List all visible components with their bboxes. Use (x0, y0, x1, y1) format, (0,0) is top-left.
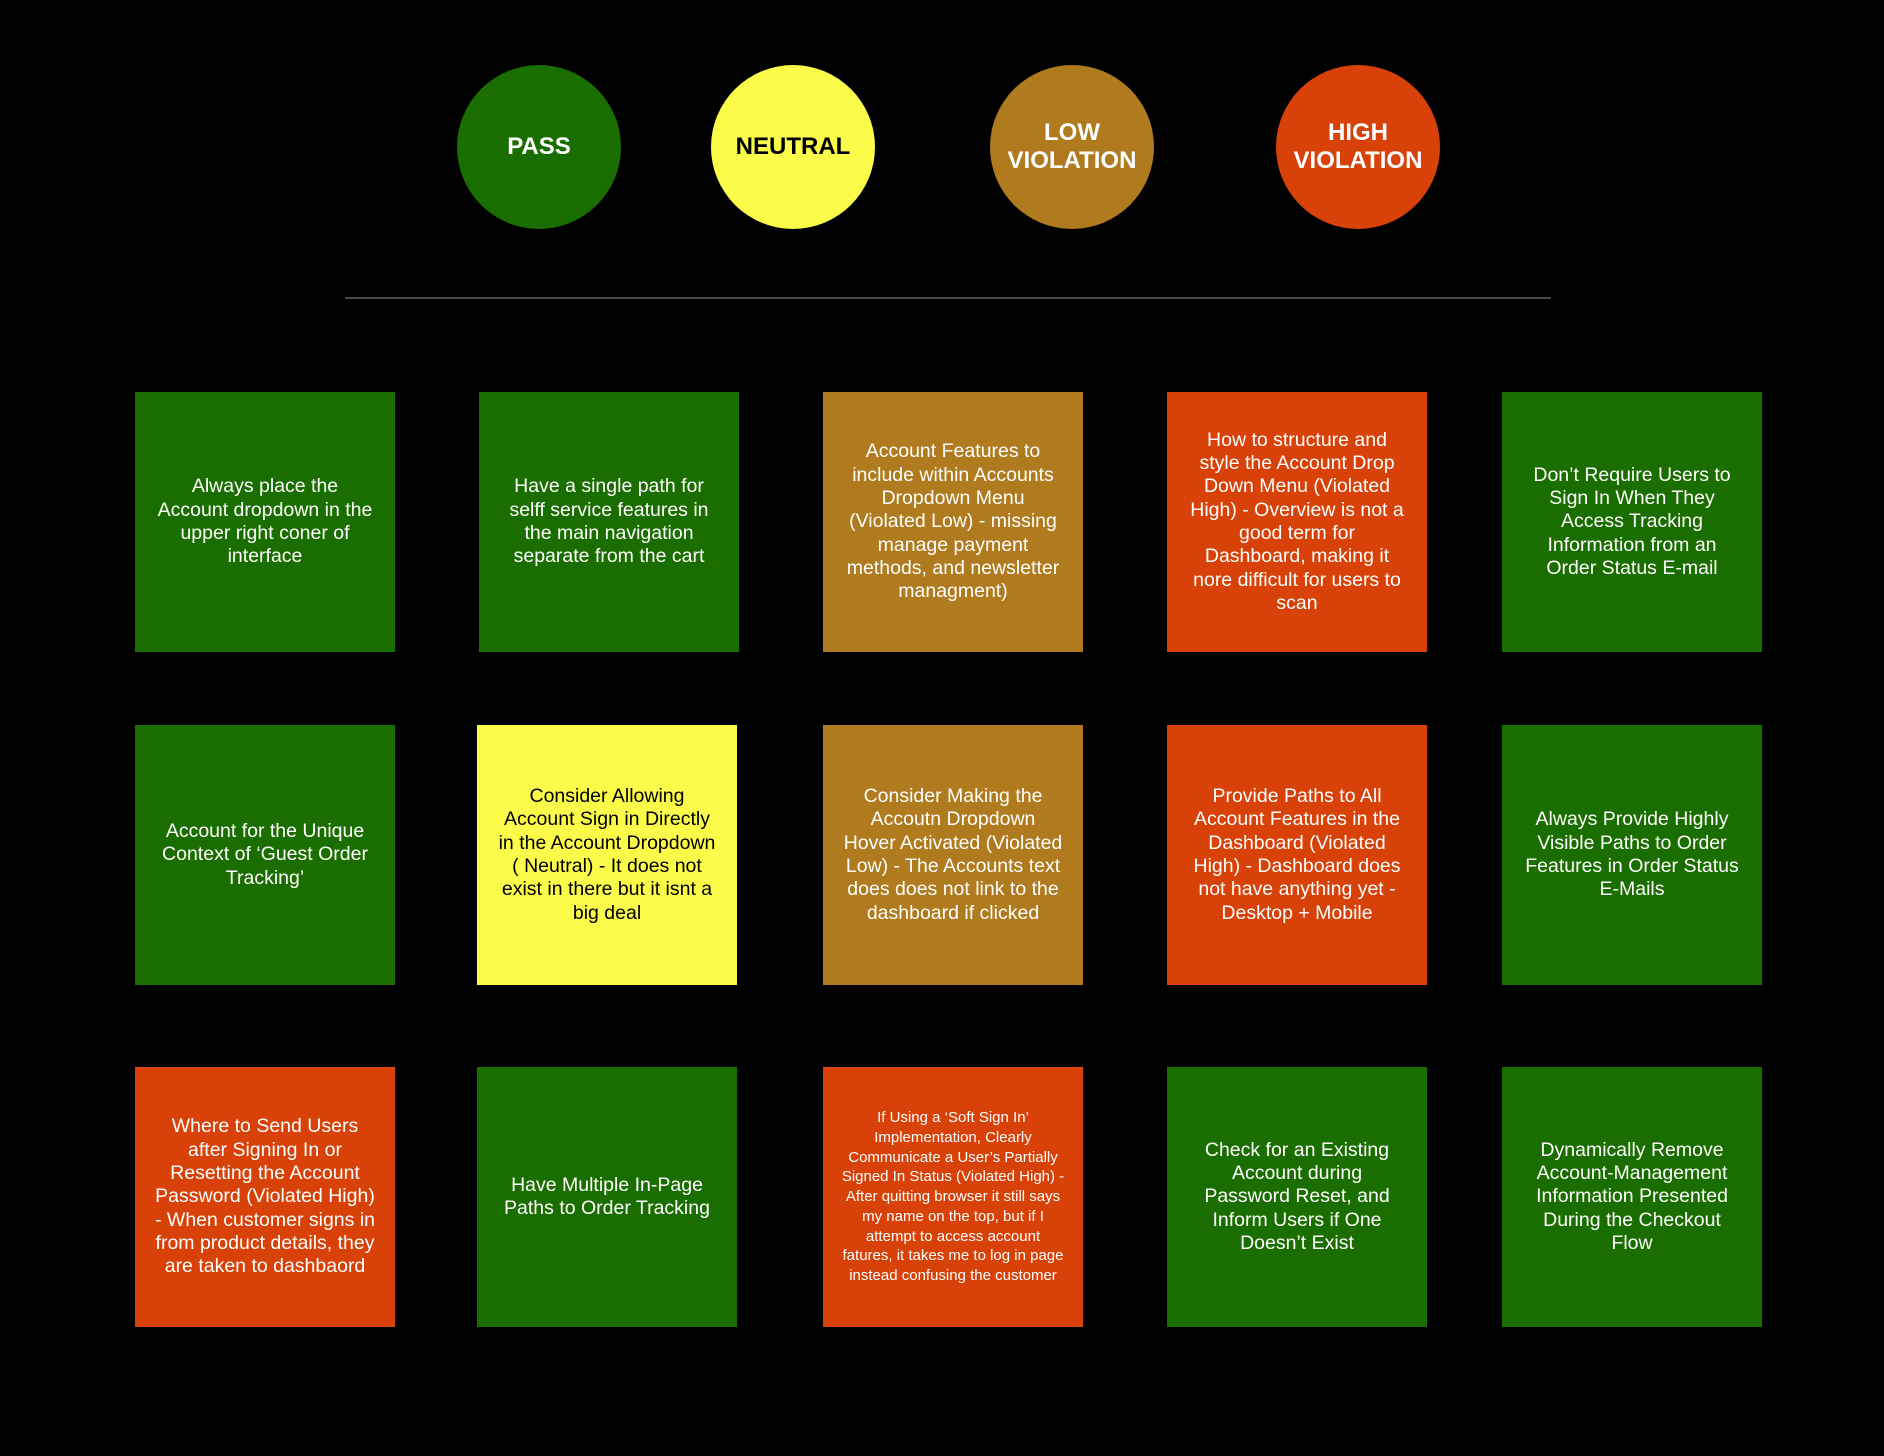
guideline-card-text: Where to Send Users after Signing In or … (155, 1115, 375, 1278)
guideline-card: How to structure and style the Account D… (1167, 392, 1427, 652)
guideline-card: Have Multiple In-Page Paths to Order Tra… (477, 1067, 737, 1327)
guideline-card: Consider Making the Accoutn Dropdown Hov… (823, 725, 1083, 985)
guideline-card-text: Consider Making the Accoutn Dropdown Hov… (843, 785, 1063, 924)
guideline-card-text: Have Multiple In-Page Paths to Order Tra… (504, 1173, 710, 1219)
legend-low-violation-label: LOW VIOLATION (1007, 119, 1137, 174)
guideline-card-text: Consider Allowing Account Sign in Direct… (498, 785, 716, 924)
guideline-card: Always Provide Highly Visible Paths to O… (1502, 725, 1762, 985)
guideline-card: Account Features to include within Accou… (823, 392, 1083, 652)
guideline-card: Don’t Require Users to Sign In When They… (1502, 392, 1762, 652)
guideline-card-text: If Using a ‘Soft Sign In’ Implementation… (841, 1108, 1065, 1285)
guideline-card-text: Always place the Account dropdown in the… (157, 475, 373, 568)
guideline-card: Have a single path for selff service fea… (479, 392, 739, 652)
legend-pass-label: PASS (507, 133, 571, 160)
guideline-card: Consider Allowing Account Sign in Direct… (477, 725, 737, 985)
guideline-card-text: Don’t Require Users to Sign In When They… (1533, 463, 1731, 579)
guideline-card-text: How to structure and style the Account D… (1190, 428, 1404, 614)
guideline-card-text: Dynamically Remove Account-Management In… (1536, 1138, 1728, 1254)
legend-low-violation-circle: LOW VIOLATION (990, 65, 1154, 229)
guideline-card: Account for the Unique Context of ‘Guest… (135, 725, 395, 985)
guideline-card: Check for an Existing Account during Pas… (1167, 1067, 1427, 1327)
guideline-card: If Using a ‘Soft Sign In’ Implementation… (823, 1067, 1083, 1327)
guideline-card: Where to Send Users after Signing In or … (135, 1067, 395, 1327)
guideline-card: Provide Paths to All Account Features in… (1167, 725, 1427, 985)
legend-neutral-label: NEUTRAL (735, 133, 851, 160)
guideline-card: Dynamically Remove Account-Management In… (1502, 1067, 1762, 1327)
guideline-card-text: Provide Paths to All Account Features in… (1193, 785, 1401, 924)
legend-high-violation-circle: HIGH VIOLATION (1276, 65, 1440, 229)
guideline-card-text: Have a single path for selff service fea… (509, 475, 709, 568)
guideline-card-text: Check for an Existing Account during Pas… (1204, 1138, 1390, 1254)
status-legend: PASS NEUTRAL LOW VIOLATION HIGH VIOLATIO… (0, 0, 1884, 300)
divider-line (345, 297, 1551, 299)
guideline-card-text: Account for the Unique Context of ‘Guest… (162, 820, 368, 889)
legend-high-violation-label: HIGH VIOLATION (1293, 119, 1423, 174)
guideline-card-text: Account Features to include within Accou… (846, 440, 1060, 603)
legend-pass-circle: PASS (457, 65, 621, 229)
guideline-card: Always place the Account dropdown in the… (135, 392, 395, 652)
legend-neutral-circle: NEUTRAL (711, 65, 875, 229)
guideline-card-text: Always Provide Highly Visible Paths to O… (1525, 808, 1739, 901)
